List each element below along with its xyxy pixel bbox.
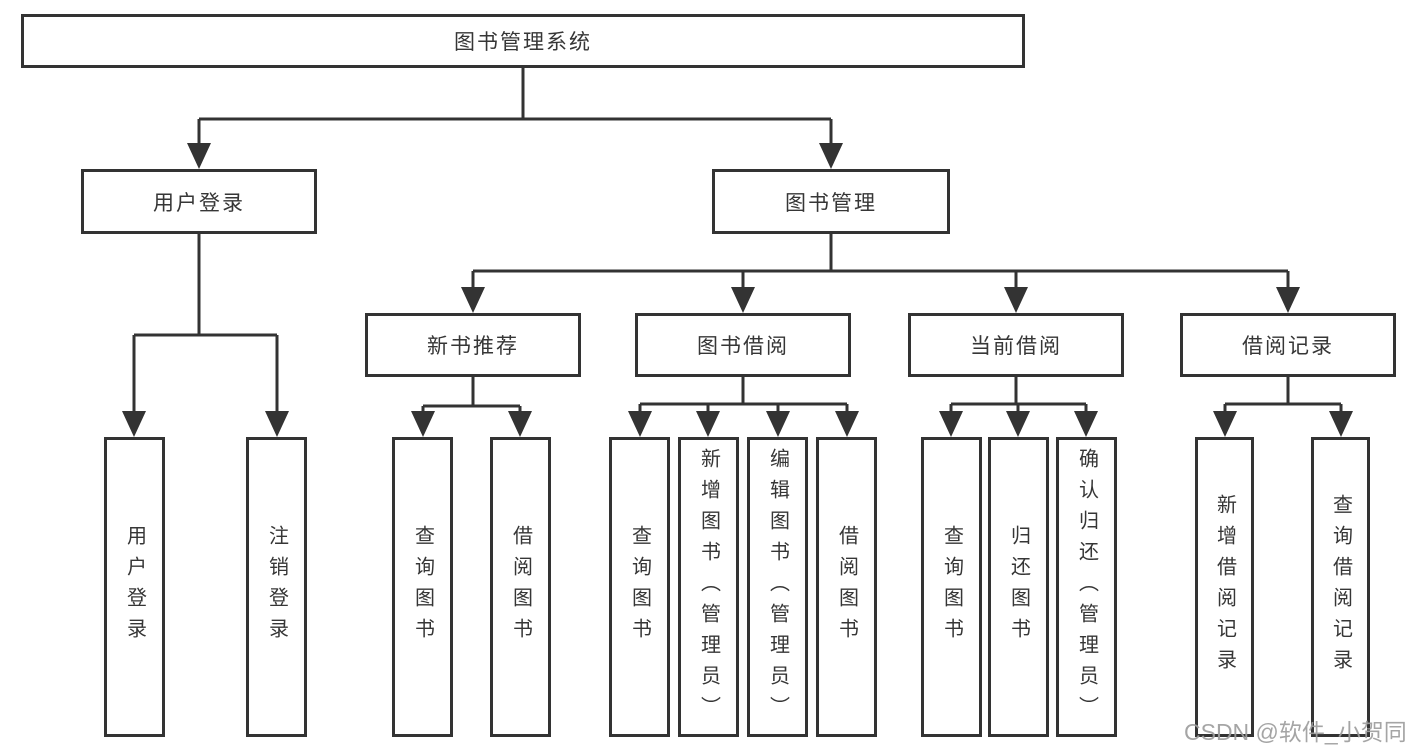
node-user-login: 用户登录 — [81, 169, 317, 234]
leaf-query-borrow-record: 查询借阅记录 — [1311, 437, 1370, 737]
leaf-query-book-1: 查询图书 — [392, 437, 453, 737]
leaf-borrow-book-2: 借阅图书 — [816, 437, 877, 737]
leaf-logout: 注销登录 — [246, 437, 307, 737]
node-book-borrow: 图书借阅 — [635, 313, 851, 377]
connector-strokes — [132, 68, 1343, 416]
node-book-management: 图书管理 — [712, 169, 950, 234]
watermark: CSDN @软件_小贺同学 — [1184, 719, 1405, 745]
leaf-user-login: 用户登录 — [104, 437, 165, 737]
node-current-borrow: 当前借阅 — [908, 313, 1124, 377]
leaf-borrow-book-1: 借阅图书 — [490, 437, 551, 737]
node-root: 图书管理系统 — [21, 14, 1025, 68]
leaf-query-book-2: 查询图书 — [609, 437, 670, 737]
leaf-add-borrow-record: 新增借阅记录 — [1195, 437, 1254, 737]
leaf-query-book-3: 查询图书 — [921, 437, 982, 737]
arrowheads — [122, 143, 1353, 437]
node-new-book-recommend: 新书推荐 — [365, 313, 581, 377]
leaf-return-book: 归还图书 — [988, 437, 1049, 737]
leaf-add-book-admin: 新增图书（管理员） — [678, 437, 739, 737]
leaf-confirm-return-admin: 确认归还（管理员） — [1056, 437, 1117, 737]
leaf-edit-book-admin: 编辑图书（管理员） — [747, 437, 808, 737]
node-borrow-record: 借阅记录 — [1180, 313, 1396, 377]
